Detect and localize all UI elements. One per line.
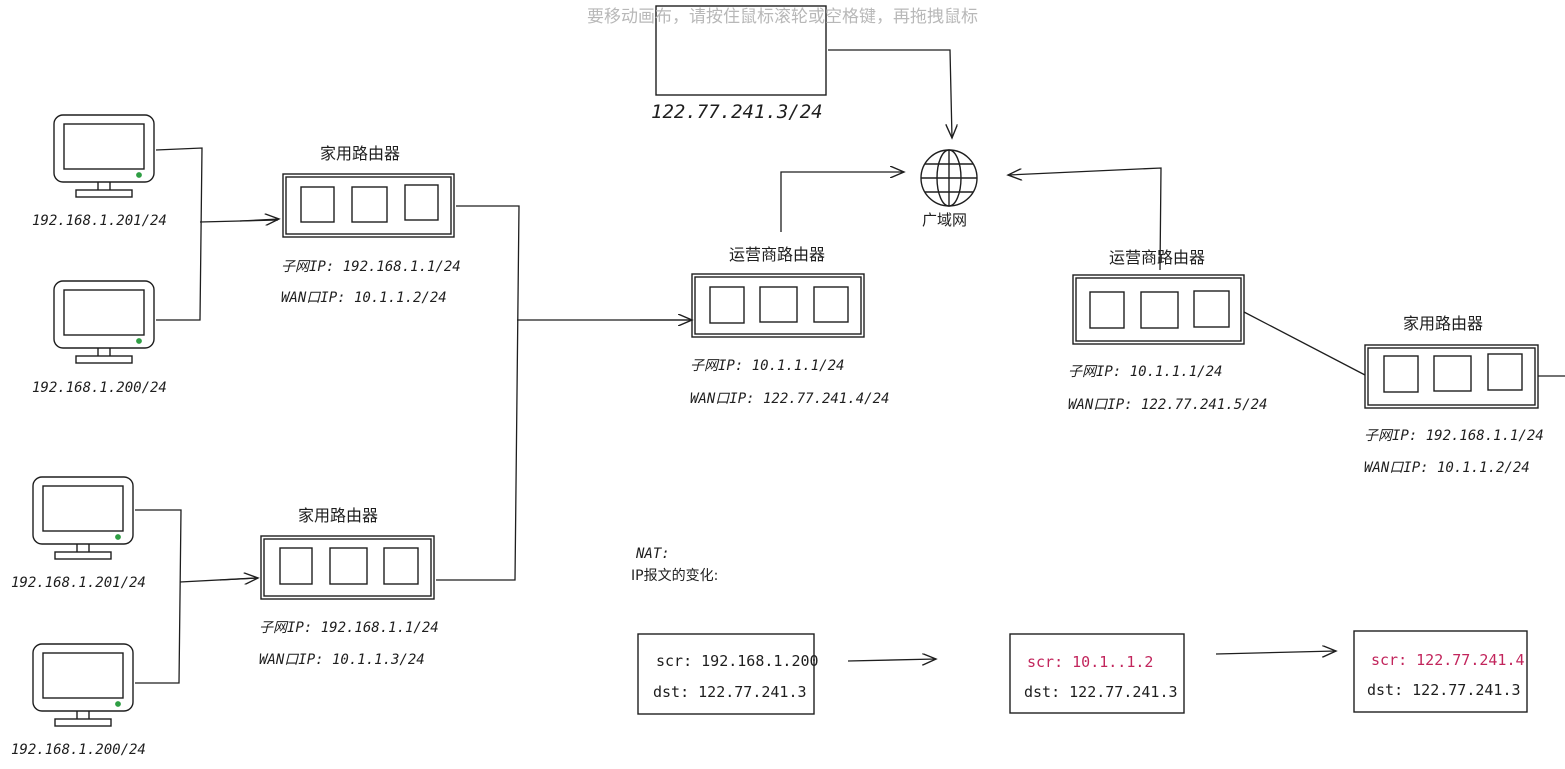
packet-src-changed: scr: 122.77.241.4 (1371, 651, 1525, 669)
router-subnet-ip: 子网IP: 10.1.1.1/24 (690, 358, 845, 374)
home-router-top-box[interactable] (282, 173, 455, 238)
pc-ip-label: 192.168.1.200/24 (32, 380, 167, 396)
home-router-right-box[interactable] (1364, 344, 1539, 409)
router-wan-ip: WAN口IP: 122.77.241.4/24 (690, 391, 890, 407)
router-wan-ip: WAN口IP: 10.1.1.2/24 (1364, 460, 1530, 476)
computer-icon (53, 114, 155, 198)
pc-ip-label: 192.168.1.201/24 (11, 575, 146, 591)
nat-subtitle: IP报文的变化: (631, 568, 719, 584)
router-subnet-ip: 子网IP: 192.168.1.1/24 (259, 620, 439, 636)
server-ip-label: 122.77.241.3/24 (651, 101, 823, 123)
pc-to-router-lines (155, 147, 279, 321)
nat-packet-3-box[interactable] (1353, 630, 1528, 713)
pc-ip-label: 192.168.1.200/24 (11, 742, 146, 758)
computer-icon (32, 476, 134, 560)
nat-arrow-2 (1215, 651, 1336, 654)
router-title: 家用路由器 (320, 144, 401, 163)
routers-to-isp-lines (436, 205, 690, 581)
computer-icon (32, 643, 134, 727)
pc-to-router-lines (135, 509, 257, 684)
nat-title: NAT: (636, 546, 670, 562)
isp-router-left-box[interactable] (691, 273, 865, 338)
isp-to-home-line (1243, 311, 1366, 376)
home-router-bottom-box[interactable] (260, 535, 435, 600)
pc-to-router-arrow (219, 578, 258, 580)
router-title: 家用路由器 (1403, 314, 1484, 333)
nat-packet-2-box[interactable] (1009, 633, 1185, 714)
isp-router-right-box[interactable] (1072, 274, 1245, 345)
router-title: 运营商路由器 (1109, 248, 1206, 267)
nat-arrow-1 (847, 659, 936, 661)
router-wan-ip: WAN口IP: 10.1.1.2/24 (281, 290, 447, 306)
server-to-wan-arrow (828, 49, 952, 138)
packet-dst: dst: 122.77.241.3 (1367, 681, 1521, 699)
packet-dst: dst: 122.77.241.3 (1024, 683, 1178, 701)
router-title: 运营商路由器 (729, 245, 826, 264)
packet-src: scr: 192.168.1.200 (656, 652, 819, 670)
packet-dst: dst: 122.77.241.3 (653, 683, 807, 701)
isp-right-to-wan-arrow (1008, 167, 1162, 271)
canvas-hint: 要移动画布，请按住鼠标滚轮或空格键，再拖拽鼠标 (587, 7, 978, 27)
router-wan-ip: WAN口IP: 122.77.241.5/24 (1068, 397, 1268, 413)
router-wan-ip: WAN口IP: 10.1.1.3/24 (259, 652, 425, 668)
computer-icon (53, 280, 155, 364)
globe-icon (920, 149, 978, 207)
pc-ip-label: 192.168.1.201/24 (32, 213, 167, 229)
router-subnet-ip: 子网IP: 192.168.1.1/24 (281, 259, 461, 275)
router-subnet-ip: 子网IP: 10.1.1.1/24 (1068, 364, 1223, 380)
router-subnet-ip: 子网IP: 192.168.1.1/24 (1364, 428, 1544, 444)
packet-src-changed: scr: 10.1..1.2 (1027, 653, 1154, 671)
nat-packet-1-box[interactable] (637, 633, 815, 715)
isp-left-to-wan-arrow (780, 172, 904, 232)
router-title: 家用路由器 (298, 506, 379, 525)
server-box[interactable] (655, 5, 827, 96)
wan-label: 广域网 (922, 211, 968, 229)
pc-to-router-arrow (239, 219, 279, 221)
